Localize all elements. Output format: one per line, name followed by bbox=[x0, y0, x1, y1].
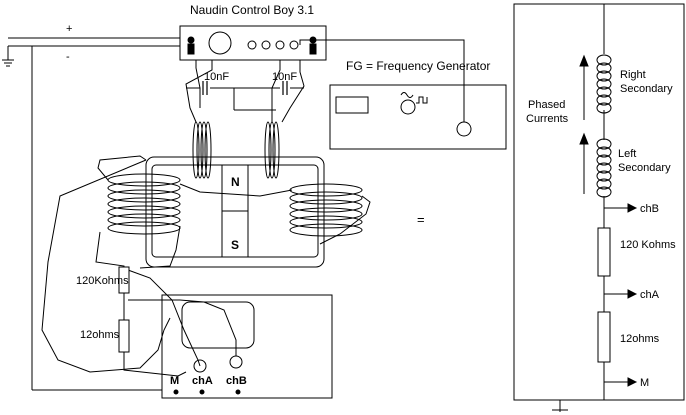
schematic-right-secondary-coil bbox=[596, 54, 612, 114]
phased-arrow-lower-icon bbox=[579, 132, 589, 194]
capacitor-left-icon bbox=[202, 81, 208, 95]
resistor-12-left bbox=[118, 319, 130, 353]
left-secondary-label-line1: Left bbox=[618, 148, 636, 160]
arrow-m-icon bbox=[627, 377, 638, 387]
schem-resistor-120k bbox=[597, 227, 611, 277]
oscilloscope bbox=[161, 294, 333, 399]
minus-sign: - bbox=[66, 51, 70, 63]
phased-currents-line1: Phased bbox=[528, 99, 565, 111]
right-secondary-label-line2: Secondary bbox=[620, 83, 673, 95]
scope-cha-label: chA bbox=[192, 375, 213, 387]
left-secondary-label-line2: Secondary bbox=[618, 162, 671, 174]
fg-legend: FG = Frequency Generator bbox=[346, 59, 490, 73]
arrow-cha-icon bbox=[627, 289, 638, 299]
scope-m-label: M bbox=[170, 375, 179, 387]
magnet-south: S bbox=[231, 238, 239, 252]
schem-resistor-12 bbox=[597, 311, 611, 363]
secondary-wiring bbox=[41, 155, 371, 377]
schematic-left-secondary-coil bbox=[596, 138, 612, 198]
res-12-left-label: 12ohms bbox=[80, 329, 120, 341]
schematic-panel bbox=[513, 3, 685, 401]
right-secondary-label-line1: Right bbox=[620, 69, 646, 81]
scope-chb-label: chB bbox=[226, 375, 247, 387]
phased-currents-line2: Currents bbox=[526, 113, 569, 125]
schem-m-label: M bbox=[640, 377, 649, 389]
frequency-generator-box bbox=[329, 84, 507, 150]
schematic-wiring bbox=[559, 4, 628, 412]
control-boy-box bbox=[179, 25, 327, 61]
schem-chb-label: chB bbox=[640, 203, 659, 215]
left-secondary-coil bbox=[107, 173, 181, 235]
right-secondary-coil bbox=[289, 183, 363, 237]
capacitor-right-icon bbox=[282, 81, 288, 95]
controller-title: Naudin Control Boy 3.1 bbox=[190, 3, 314, 17]
primary-coil-right bbox=[264, 121, 280, 179]
resistor-120k-left bbox=[118, 266, 130, 294]
left-connector-icon bbox=[187, 36, 195, 55]
schem-12-label: 12ohms bbox=[620, 333, 660, 345]
res-120k-left-label: 120Kohms bbox=[76, 275, 129, 287]
magnet-north: N bbox=[231, 175, 240, 189]
cap-right-label: 10nF bbox=[272, 71, 297, 83]
schem-120k-label: 120 Kohms bbox=[620, 239, 676, 251]
fg-wire bbox=[299, 39, 465, 122]
ground-symbol bbox=[2, 59, 14, 67]
primary-wiring bbox=[185, 60, 305, 123]
primary-coil-left bbox=[192, 121, 212, 179]
power-rails bbox=[7, 37, 180, 391]
phased-arrow-upper-icon bbox=[579, 54, 589, 120]
schem-cha-label: chA bbox=[640, 289, 660, 301]
arrow-chb-icon bbox=[627, 203, 638, 213]
magnet bbox=[221, 164, 249, 258]
equals-sign: = bbox=[417, 212, 425, 227]
cap-left-label: 10nF bbox=[204, 71, 229, 83]
plus-sign: + bbox=[66, 23, 72, 35]
